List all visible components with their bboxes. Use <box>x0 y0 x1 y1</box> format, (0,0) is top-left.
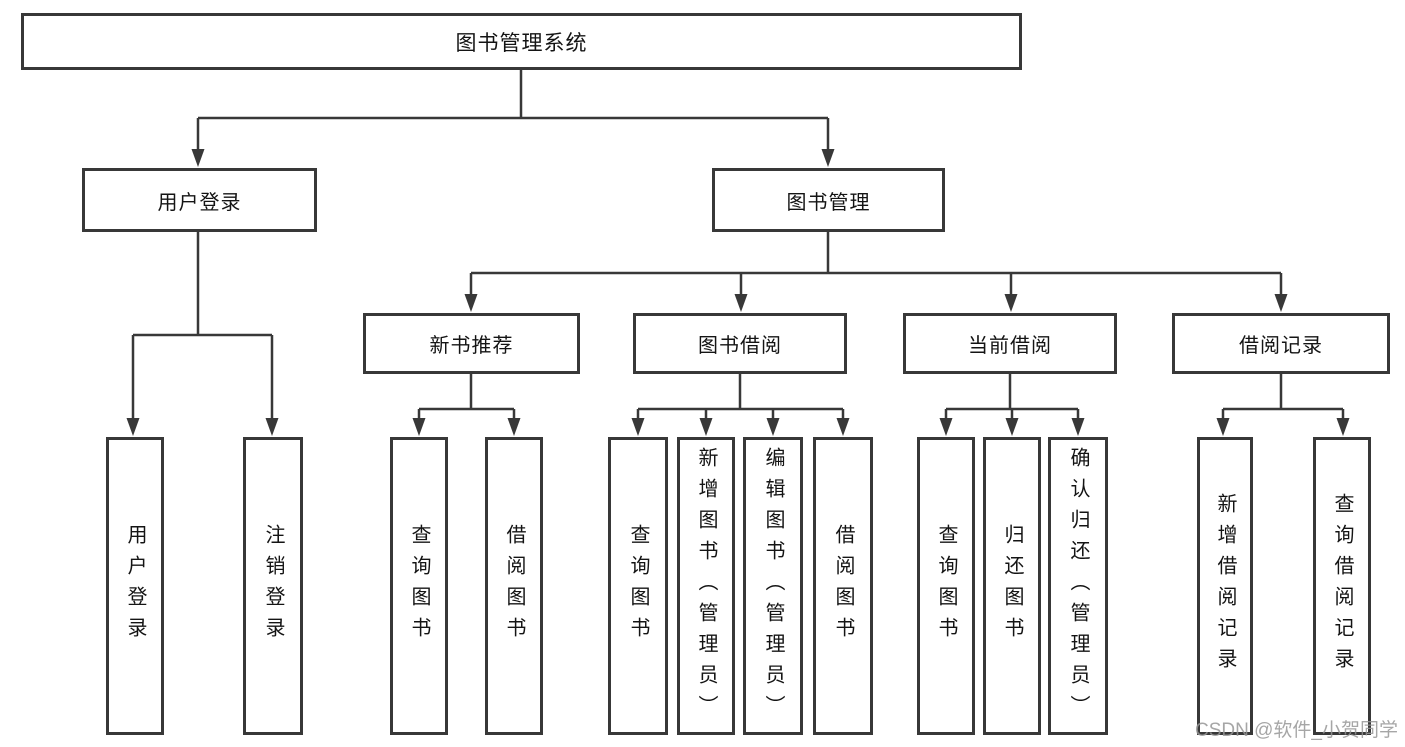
leaf-record-add-record: 新增借阅记录 <box>1197 437 1253 735</box>
node-new-book-recommend: 新书推荐 <box>363 313 580 374</box>
arrowhead <box>464 294 478 312</box>
arrowhead <box>631 418 645 436</box>
arrowhead <box>1274 294 1288 312</box>
arrowhead <box>734 294 748 312</box>
arrowhead <box>1336 418 1350 436</box>
leaf-borrow-edit-book-admin: 编辑图书（管理员） <box>743 437 803 735</box>
arrowhead <box>766 418 780 436</box>
leaf-label: 查询图书 <box>627 524 649 648</box>
leaf-current-return-book: 归还图书 <box>983 437 1041 735</box>
leaf-label: 查询图书 <box>408 524 430 648</box>
leaf-borrow-borrow-book: 借阅图书 <box>813 437 873 735</box>
arrowhead <box>126 418 140 436</box>
leaf-label: 新增图书（管理员） <box>695 446 717 726</box>
csdn-watermark: CSDN @软件_小贺同学 <box>1195 720 1398 741</box>
arrowhead <box>1004 294 1018 312</box>
leaf-label: 确认归还（管理员） <box>1067 446 1089 726</box>
leaf-label: 借阅图书 <box>832 524 854 648</box>
leaf-borrow-add-book-admin: 新增图书（管理员） <box>677 437 735 735</box>
leaf-label: 借阅图书 <box>503 524 525 648</box>
node-book-management: 图书管理 <box>712 168 945 232</box>
node-current-borrow: 当前借阅 <box>903 313 1117 374</box>
arrowhead <box>939 418 953 436</box>
leaf-record-query-record: 查询借阅记录 <box>1313 437 1371 735</box>
leaf-label: 编辑图书（管理员） <box>762 446 784 726</box>
leaf-current-confirm-return-admin: 确认归还（管理员） <box>1048 437 1108 735</box>
node-library-system: 图书管理系统 <box>21 13 1022 70</box>
arrowhead <box>836 418 850 436</box>
node-borrow-record: 借阅记录 <box>1172 313 1390 374</box>
leaf-newbook-borrow-book: 借阅图书 <box>485 437 543 735</box>
leaf-user-login: 用户登录 <box>106 437 164 735</box>
leaf-logout: 注销登录 <box>243 437 303 735</box>
leaf-label: 注销登录 <box>262 524 284 648</box>
arrowhead <box>1216 418 1230 436</box>
leaf-borrow-query-book: 查询图书 <box>608 437 668 735</box>
branch-userlogin-to-leaves <box>131 232 274 420</box>
arrowhead <box>412 418 426 436</box>
arrowheads <box>126 149 1350 436</box>
leaf-current-query-book: 查询图书 <box>917 437 975 735</box>
leaf-label: 新增借阅记录 <box>1214 493 1236 679</box>
node-book-borrow: 图书借阅 <box>633 313 847 374</box>
branch-currentborrow-to-leaves <box>944 374 1080 420</box>
leaf-label: 用户登录 <box>124 524 146 648</box>
arrowhead <box>699 418 713 436</box>
arrowhead <box>1005 418 1019 436</box>
arrowhead <box>191 149 205 167</box>
arrowhead <box>1071 418 1085 436</box>
arrowhead <box>821 149 835 167</box>
node-user-login: 用户登录 <box>82 168 317 232</box>
arrowhead <box>507 418 521 436</box>
branch-bookmgmt-to-level3 <box>469 232 1283 296</box>
branch-newbook-to-leaves <box>417 374 516 420</box>
branch-record-to-leaves <box>1221 374 1345 420</box>
leaf-newbook-query-book: 查询图书 <box>390 437 448 735</box>
leaf-label: 查询图书 <box>935 524 957 648</box>
leaf-label: 查询借阅记录 <box>1331 493 1353 679</box>
arrowhead <box>265 418 279 436</box>
leaf-label: 归还图书 <box>1001 524 1023 648</box>
branch-root-to-level2 <box>196 70 830 151</box>
branch-bookborrow-to-leaves <box>636 374 845 420</box>
